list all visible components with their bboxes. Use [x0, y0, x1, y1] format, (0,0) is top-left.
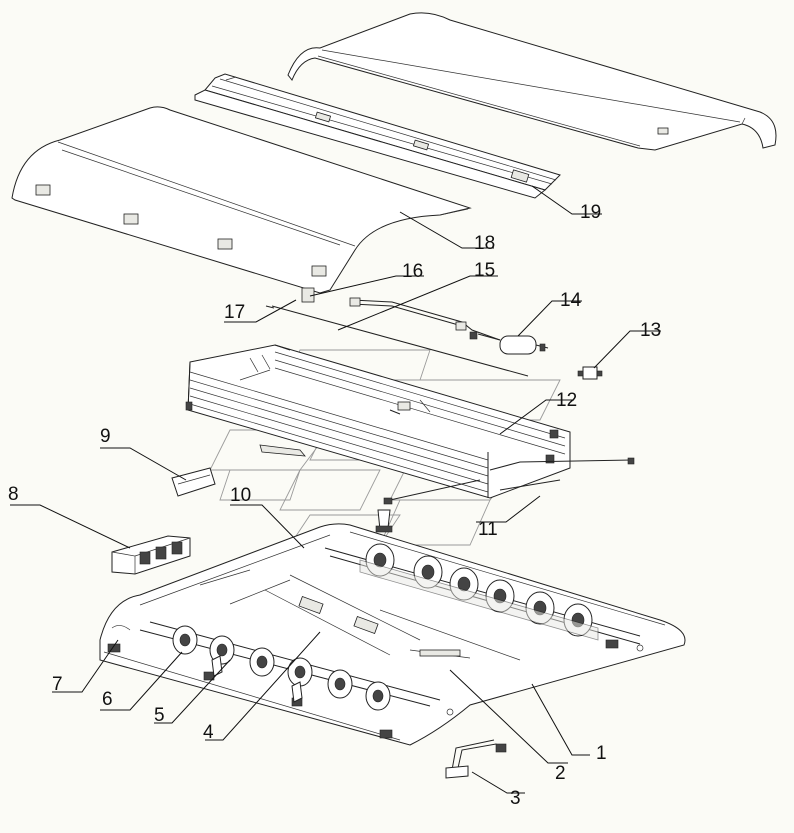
callout-10: 10 [230, 485, 251, 506]
callout-14: 14 [560, 290, 582, 311]
callout-4: 4 [203, 722, 214, 743]
latch-icon [123, 213, 139, 225]
callout-3: 3 [510, 788, 521, 809]
callout-17: 17 [224, 302, 245, 323]
part-8-duct [111, 535, 191, 575]
latch-icon [35, 184, 51, 196]
part-12-coil [185, 344, 571, 499]
blowers-front-row [172, 625, 391, 711]
callout-12: 12 [556, 390, 577, 411]
part-19-rail [194, 73, 561, 199]
callout-7: 7 [52, 674, 63, 695]
part-18-left-cover [11, 106, 472, 294]
latch-icon [311, 265, 327, 277]
callout-9: 9 [100, 426, 111, 447]
part-top-right-cover [287, 12, 777, 151]
part-15-16-17-pipes [265, 287, 529, 377]
leader-lines [10, 185, 661, 794]
part-3-drain [445, 739, 507, 779]
callout-6: 6 [102, 689, 113, 710]
latch-icon [217, 238, 233, 250]
callout-16: 16 [402, 261, 423, 282]
callout-labels: 1 2 3 4 5 6 7 8 9 10 11 12 13 14 15 16 1… [8, 202, 661, 809]
callout-15: 15 [474, 260, 495, 281]
callout-1: 1 [596, 743, 607, 764]
part-9-plate [171, 467, 216, 497]
callout-18: 18 [474, 233, 495, 254]
callout-2: 2 [555, 763, 566, 784]
callout-13: 13 [640, 320, 661, 341]
callout-19: 19 [580, 202, 601, 223]
callout-8: 8 [8, 484, 19, 505]
part-14-drier [469, 331, 549, 355]
part-13-valve [577, 366, 603, 380]
part-11-pipes [375, 457, 635, 533]
callout-5: 5 [154, 705, 165, 726]
blowers-back-row [359, 543, 599, 641]
callout-11: 11 [478, 519, 498, 540]
